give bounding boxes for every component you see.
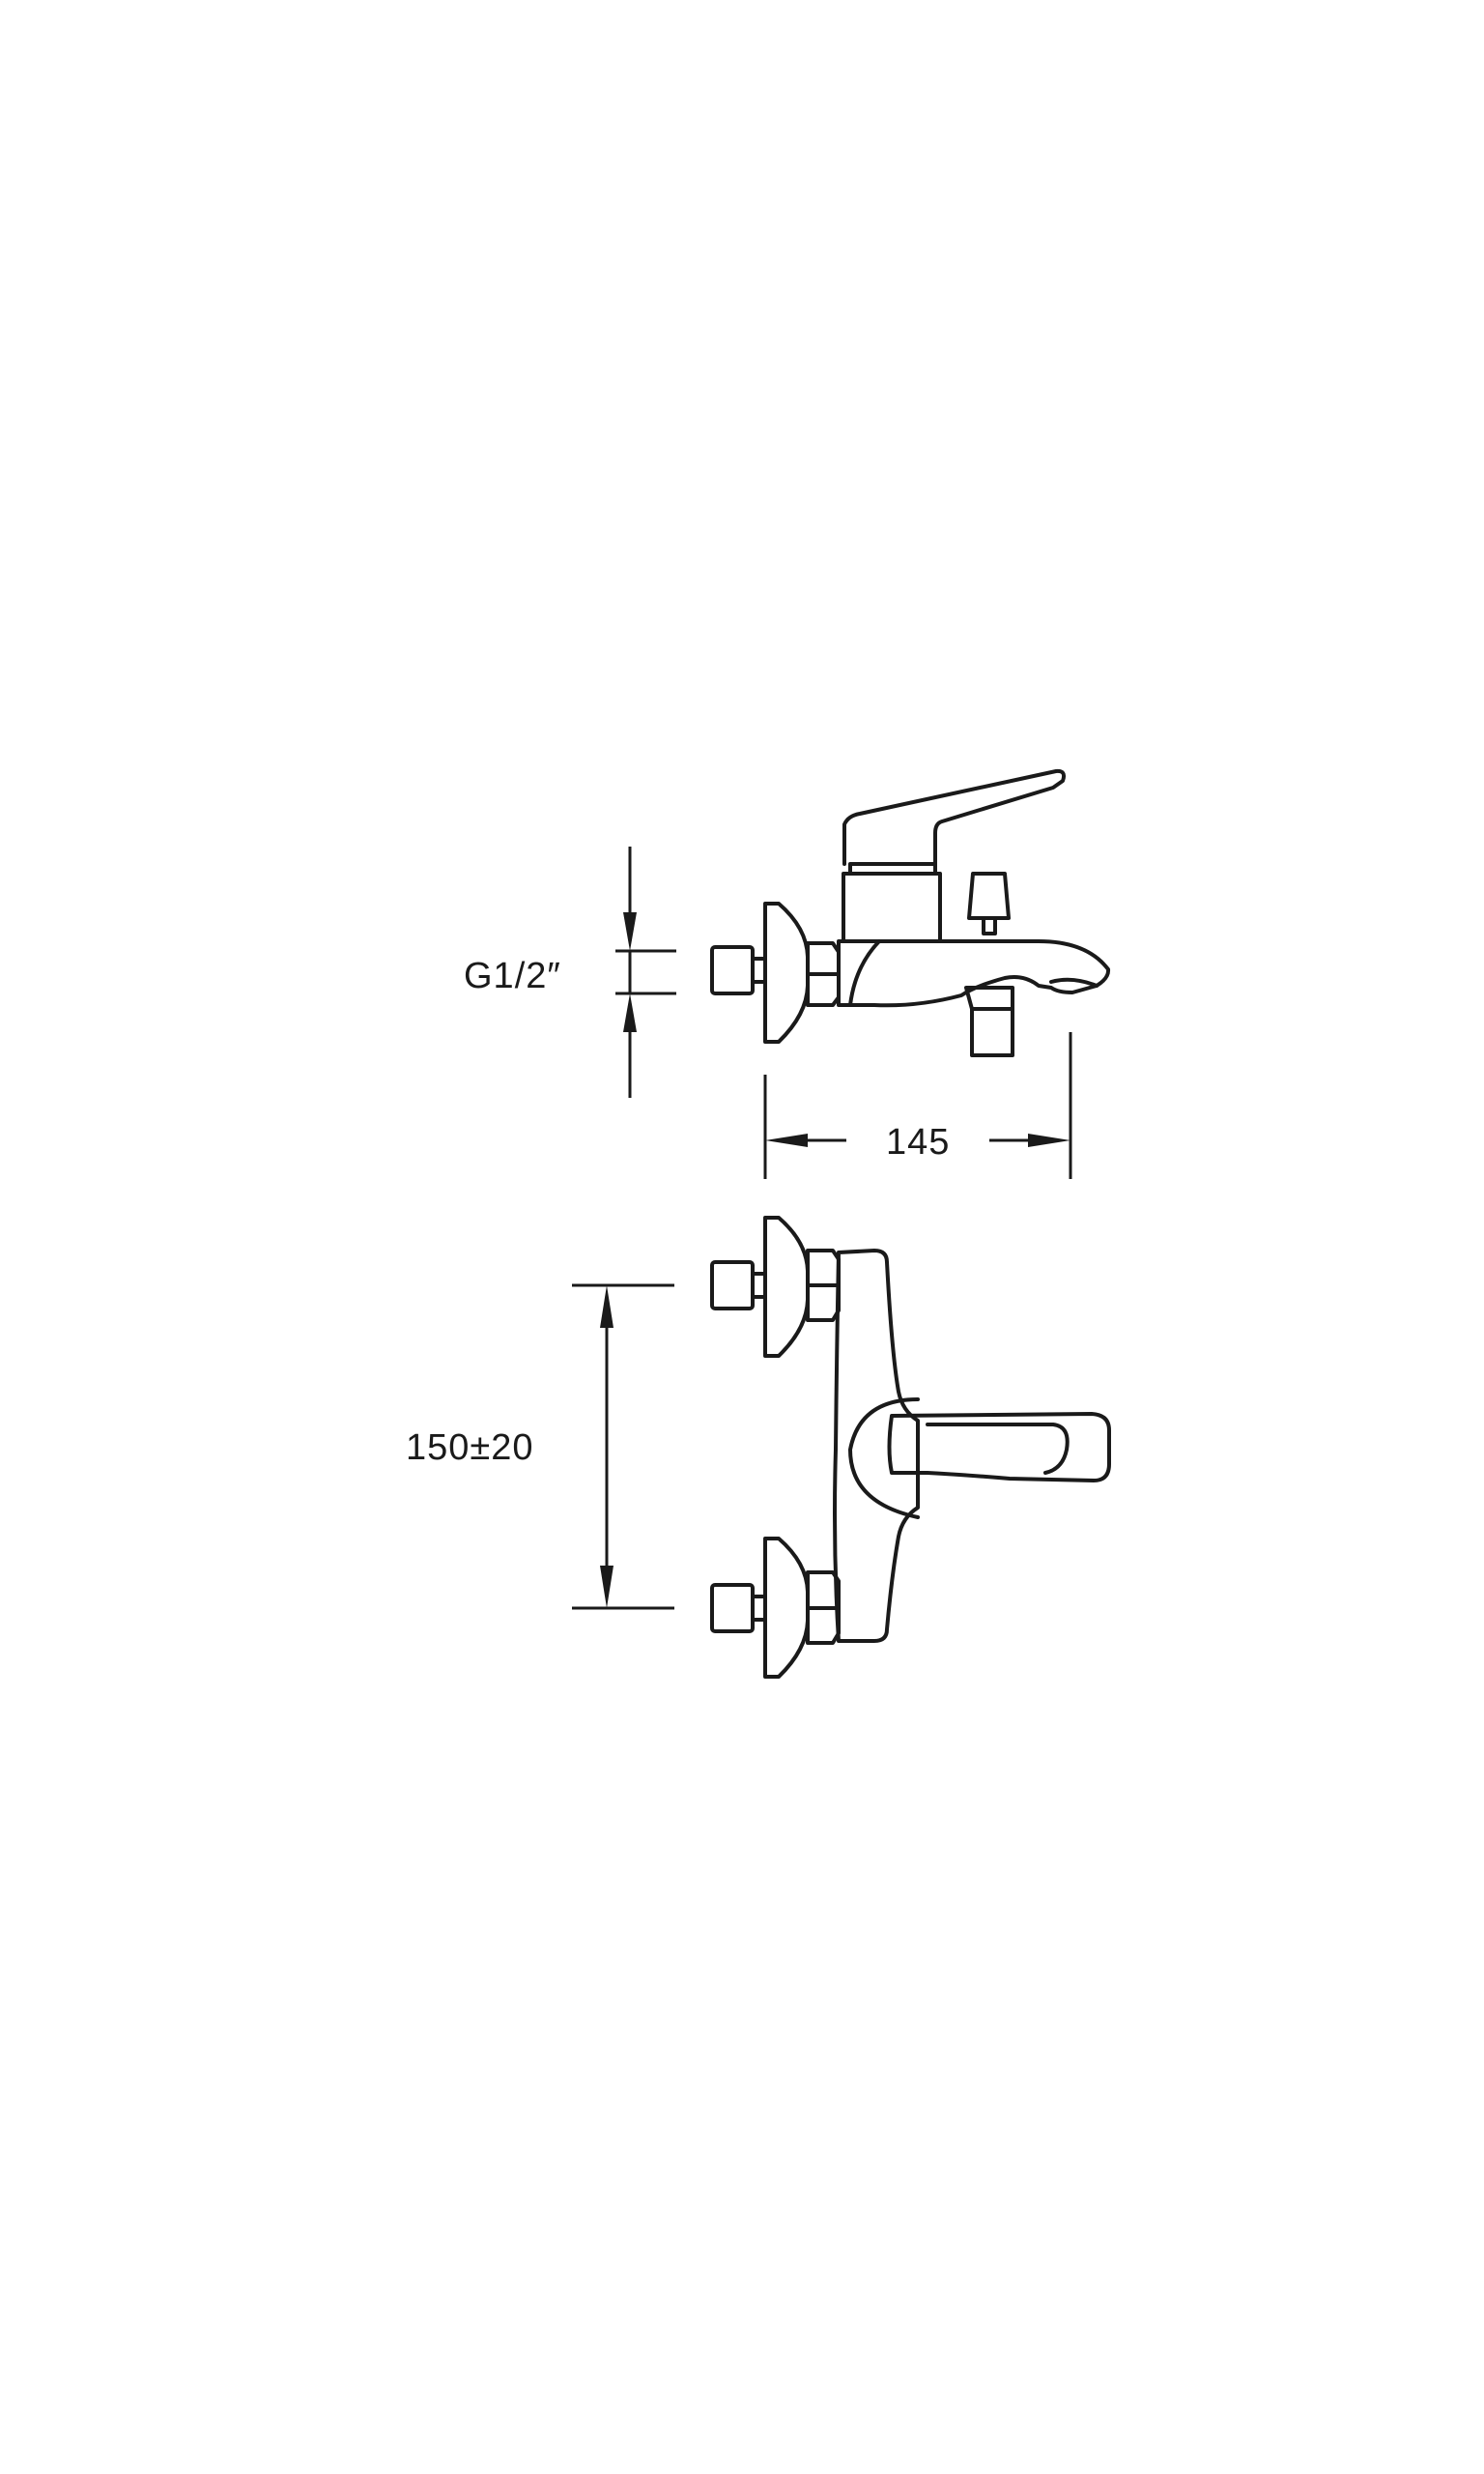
front-bottom-flange (763, 1537, 810, 1679)
side-lever-handle (842, 768, 1067, 866)
side-cartridge-neck (848, 862, 937, 876)
side-diverter-knob (967, 872, 1011, 920)
dimension-thread: G1/2″ (464, 847, 676, 1098)
side-diverter-stem (982, 916, 997, 935)
front-lever-handle (887, 1412, 1111, 1482)
thread-lower-arrow (623, 993, 637, 1032)
front-view (710, 1216, 1111, 1679)
side-body-inner-curve (848, 939, 881, 1007)
dimension-spacing: 150±20 (406, 1283, 674, 1610)
width-dimension-label: 145 (886, 1122, 950, 1163)
front-top-flange (763, 1216, 810, 1358)
front-top-inlet-connector (710, 1260, 755, 1310)
side-shower-outlet-nut (970, 1007, 1014, 1057)
front-mixer-body (833, 1249, 920, 1643)
front-cartridge-cap (848, 1397, 920, 1519)
side-view (710, 768, 1111, 1057)
side-spout-lip (1049, 977, 1099, 988)
width-right-arrow (1028, 1134, 1070, 1147)
side-inlet-connector (710, 945, 755, 995)
width-left-arrow (765, 1134, 808, 1147)
dimension-width: 145 (763, 1032, 1072, 1179)
side-cartridge-housing (842, 872, 942, 943)
side-wall-flange (763, 902, 810, 1044)
spacing-upper-arrow (600, 1285, 614, 1328)
front-lever-inner (926, 1423, 1070, 1475)
side-mixer-body (837, 939, 1111, 1008)
thread-dimension-label: G1/2″ (464, 956, 561, 996)
spacing-lower-arrow (600, 1566, 614, 1608)
spacing-dimension-label: 150±20 (406, 1427, 534, 1468)
thread-upper-arrow (623, 912, 637, 951)
front-bottom-inlet-connector (710, 1583, 755, 1633)
